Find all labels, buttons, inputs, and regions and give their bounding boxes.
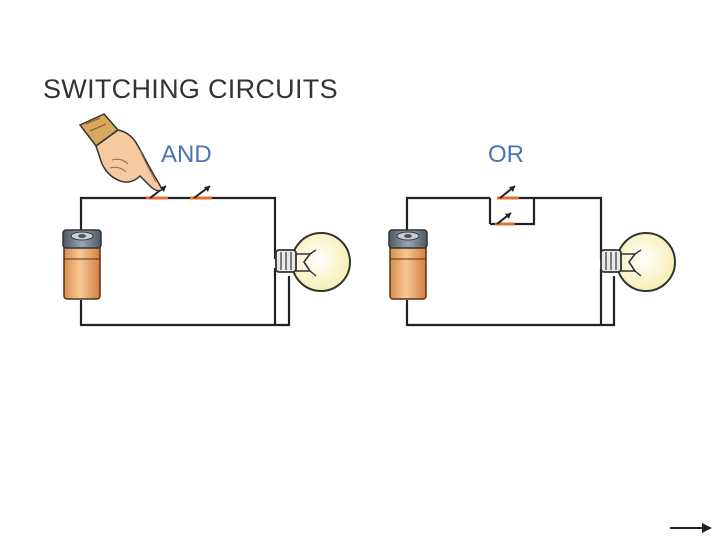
and-circuit-label: AND: [161, 141, 212, 168]
and-switch-2-icon[interactable]: [190, 185, 212, 200]
and-light-bulb-icon: [275, 232, 351, 292]
pointing-hand-icon: [78, 113, 163, 192]
or-circuit-wires: [405, 196, 616, 327]
slide-title: SWITCHING CIRCUITS: [43, 74, 338, 104]
and-battery-icon: [62, 229, 102, 300]
or-battery-icon: [388, 229, 428, 300]
or-circuit: [388, 185, 676, 327]
or-switch-1-icon[interactable]: [497, 185, 519, 200]
next-arrow-icon[interactable]: [670, 523, 712, 533]
or-circuit-label: OR: [488, 141, 524, 168]
and-circuit: [62, 185, 351, 327]
and-circuit-wires: [79, 196, 291, 327]
or-light-bulb-icon: [600, 232, 676, 292]
or-switch-2-icon[interactable]: [495, 212, 515, 226]
